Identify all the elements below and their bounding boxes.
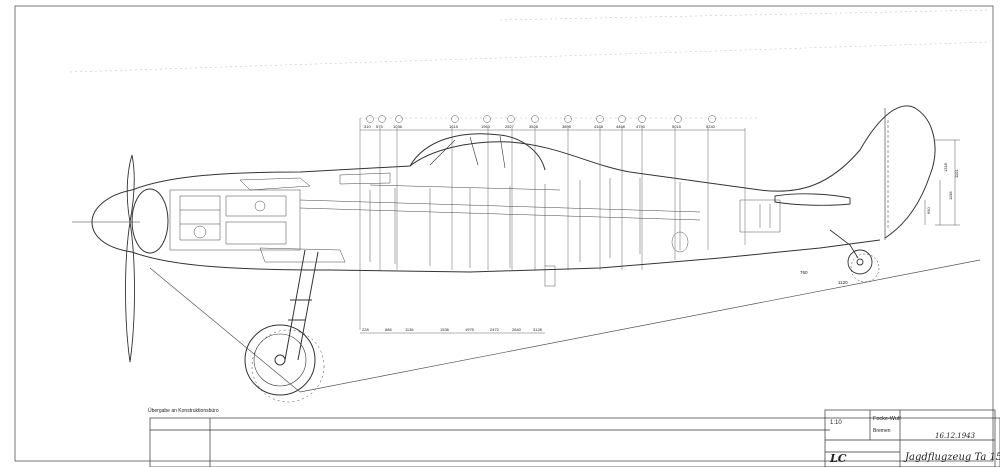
frame-mark-circle [451, 115, 459, 123]
right-dimension-lines [924, 139, 960, 226]
station-labels-bottom: 228 686 1136 1536 1975 2472 2840 3128 [362, 327, 543, 332]
station-label-top: 5240 [706, 124, 716, 129]
dimension-label: 650 [926, 207, 931, 214]
station-label-top: 4468 [616, 124, 626, 129]
canopy [409, 133, 546, 171]
dimension-label: 1101 [954, 169, 959, 178]
frame-mark-circle [564, 115, 572, 123]
scale-text: 1:10 [830, 420, 842, 426]
tail-wheel [829, 229, 880, 283]
city-text: Bremen [873, 428, 891, 434]
main-landing-gear [244, 249, 325, 403]
station-label-top: 310 [364, 124, 371, 129]
stamp-text: Übergabe an Konstruktionsbüro [148, 407, 219, 414]
engine-detail [169, 172, 701, 263]
propeller [72, 154, 140, 363]
station-label-top: 3528 [529, 124, 539, 129]
frame-mark-circle [507, 115, 515, 123]
right-dimension-labels: 1101 1318 650 1198 [926, 162, 959, 214]
station-labels-top: 310 575 1036 1615 1963 2527 3528 3895 4168 4468 47… [364, 115, 716, 129]
station-label-top: 1036 [393, 124, 403, 129]
frame-mark-circle [395, 115, 403, 123]
station-label-bottom: 3128 [533, 327, 543, 332]
station-label-bottom: 1536 [440, 327, 450, 332]
station-lines [359, 118, 746, 334]
station-label-bottom: 2840 [512, 327, 522, 332]
spinner [91, 189, 133, 253]
drawing-title: Jagdflugzeug Ta 152 H [903, 452, 1000, 463]
station-label-top: 4168 [594, 124, 604, 129]
frame-mark-circle [483, 115, 491, 123]
frame-mark-circle [674, 115, 682, 123]
frame-mark-circle [596, 115, 604, 123]
engine-cowl [131, 188, 169, 254]
station-label-top: 4750 [636, 124, 646, 129]
station-label-top: 575 [376, 124, 383, 129]
maker-text: Focke-Wulf [873, 416, 901, 422]
dimension-label: 1318 [943, 162, 948, 172]
fuselage-top-line [131, 105, 936, 239]
faint-construction-lines [69, 9, 991, 119]
station-label-bottom: 228 [362, 327, 369, 332]
initials-text: LC [829, 452, 847, 465]
fuselage-bottom-line [131, 239, 881, 273]
station-label-top: 2527 [505, 124, 515, 129]
dimension-label: 1198 [948, 191, 953, 200]
frame-mark-circle [618, 115, 626, 123]
frame-mark-circle [378, 115, 386, 123]
gear-dimension-labels: 760 1120 [800, 270, 848, 285]
station-label-bottom: 2472 [490, 327, 500, 332]
title-block [149, 409, 1000, 467]
frame-mark-circle [708, 115, 716, 123]
station-label-bottom: 1136 [405, 327, 414, 332]
horizontal-stabilizer [774, 108, 889, 240]
station-label-bottom: 686 [385, 327, 392, 332]
ground-reference-lines [149, 259, 981, 393]
gear-dimension-label: 1120 [838, 280, 848, 285]
frame-mark-circle [366, 115, 374, 123]
station-label-top: 5015 [672, 124, 682, 129]
station-label-top: 3895 [562, 124, 572, 129]
canopy-frame [429, 135, 506, 169]
station-label-top: 1615 [449, 124, 459, 129]
frame-mark-circle [638, 115, 646, 123]
gear-dimension-label: 760 [800, 270, 808, 275]
station-label-bottom: 1975 [465, 327, 475, 332]
internal-structure [369, 178, 781, 287]
main-wheel [244, 324, 316, 396]
frame-mark-circle [531, 115, 539, 123]
sheet-border [14, 5, 994, 462]
date-text: 16.12.1943 [935, 432, 976, 440]
station-label-top: 1963 [481, 124, 491, 129]
